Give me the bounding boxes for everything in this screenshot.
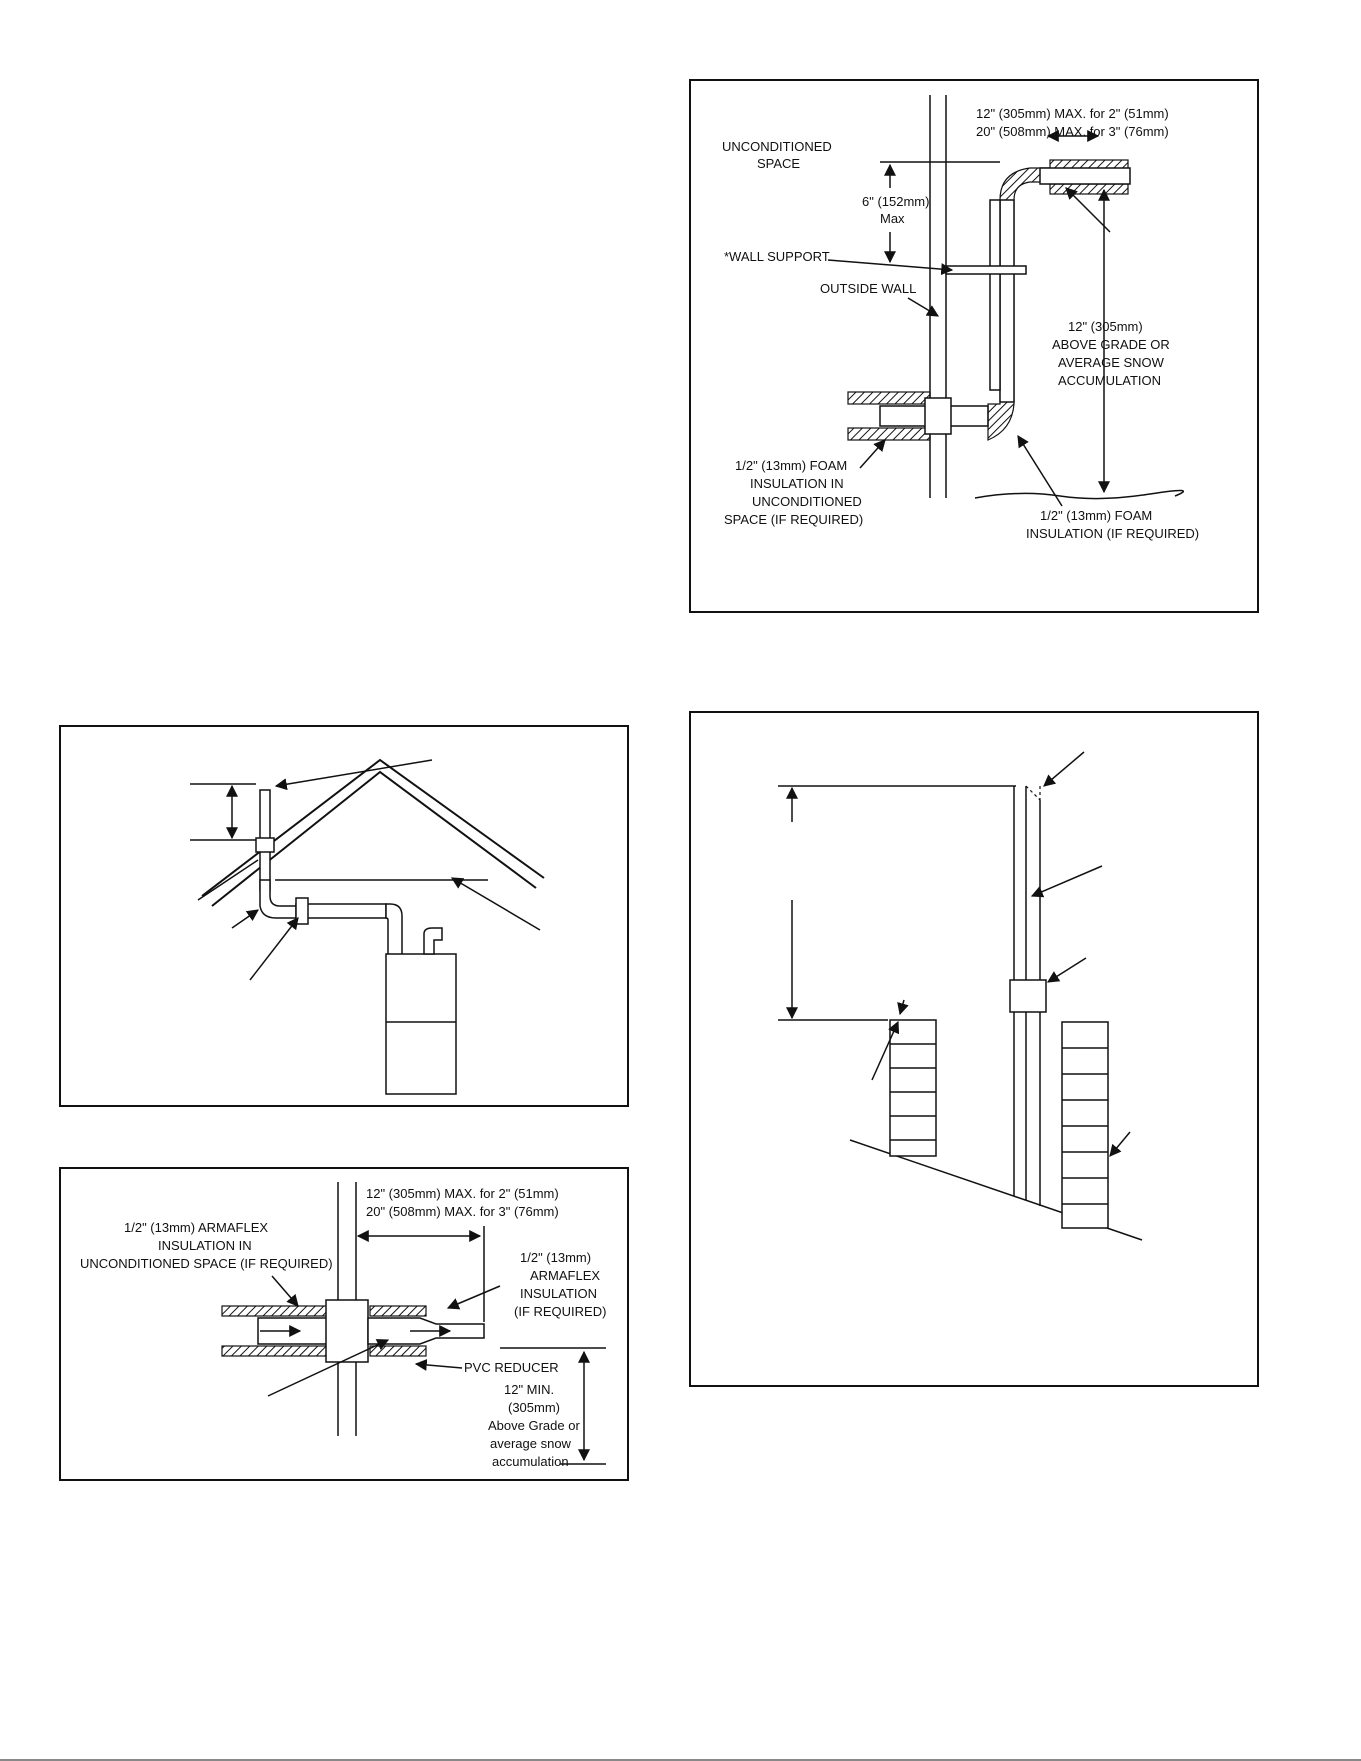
armaflex-right-label-line1: 1/2" (13mm)	[520, 1250, 591, 1265]
figure-attic	[59, 725, 629, 1107]
insulation-hatch	[847, 391, 931, 405]
leader-cap	[1043, 751, 1085, 787]
insulation-hatch	[847, 427, 931, 441]
foam-right-label-line2: INSULATION (IF REQUIRED)	[1026, 526, 1199, 541]
figure-frame	[59, 725, 629, 1107]
leader-elbow	[231, 909, 259, 929]
heater-vent-connector	[423, 927, 443, 955]
above-grade-label-line1: 12" (305mm)	[1068, 319, 1143, 334]
pipe-cap-dashed	[1025, 785, 1041, 801]
six-inch-label-line1: 6" (152mm)	[862, 194, 929, 209]
min-label-line4: average snow	[490, 1436, 572, 1451]
armaflex-insulation-left	[221, 1305, 333, 1317]
unconditioned-space-label-line2: SPACE	[757, 156, 800, 171]
foam-left-leader	[859, 439, 886, 469]
leader-brick-top	[897, 999, 909, 1016]
armaflex-right-label-line4: (IF REQUIRED)	[514, 1304, 606, 1319]
max-label-line2: 20" (508mm) MAX. for 3" (76mm)	[976, 124, 1169, 139]
wall-support-leader	[827, 259, 954, 276]
brick-column	[1061, 1021, 1109, 1229]
min-label-line3: Above Grade or	[488, 1418, 580, 1433]
min-label-line5: accumulation	[492, 1454, 569, 1469]
above-grade-label-line4: ACCUMULATION	[1058, 373, 1161, 388]
foam-left-label-line2: INSULATION IN	[750, 476, 844, 491]
water-heater	[385, 953, 457, 1095]
termination-leader	[1065, 187, 1111, 233]
armaflex-right-label-line3: INSULATION	[520, 1286, 597, 1301]
armaflex-left-label-line3: UNCONDITIONED SPACE (IF REQUIRED)	[80, 1256, 333, 1271]
armaflex-left-leader	[271, 1275, 299, 1307]
min-label-line2: (305mm)	[508, 1400, 560, 1415]
horizontal-run-pipe	[295, 903, 387, 919]
leader-brick-left	[871, 1020, 900, 1081]
leader-termination	[274, 759, 433, 791]
brick-column-left	[889, 1019, 937, 1157]
max-label-line1: 12" (305mm) MAX. for 2" (51mm)	[366, 1186, 559, 1201]
pvc-reducer-label: PVC REDUCER	[464, 1360, 559, 1375]
foam-right-leader	[1017, 434, 1063, 507]
foam-right-label-line1: 1/2" (13mm) FOAM	[1040, 508, 1152, 523]
figure-top-right: 12" (305mm) MAX. for 2" (51mm) 20" (508m…	[689, 79, 1259, 613]
armaflex-left-label-line2: INSULATION IN	[158, 1238, 252, 1253]
pvc-reducer-leader	[414, 1358, 463, 1371]
outside-wall-leader	[907, 297, 940, 317]
wall-coupling	[924, 397, 952, 435]
min-label-line1: 12" MIN.	[504, 1382, 554, 1397]
wall-support-label: *WALL SUPPORT	[724, 249, 830, 264]
leader-brick-right	[1109, 1131, 1131, 1157]
leader-coupling	[267, 1339, 390, 1397]
roof-flashing	[255, 837, 275, 853]
armaflex-insulation-left	[221, 1345, 333, 1357]
leader-hanger	[249, 917, 299, 981]
grade-line	[974, 489, 1184, 500]
pipe-coupling	[1009, 979, 1047, 1013]
figure-frame	[689, 79, 1259, 613]
leader-flashing	[197, 859, 259, 901]
armaflex-insulation-right	[369, 1345, 427, 1357]
vertical-riser-pipe	[999, 199, 1015, 403]
riser-inner	[989, 199, 1001, 391]
brick-column-right	[1061, 1021, 1109, 1229]
brick-column	[889, 1019, 937, 1157]
leader-pipe	[1030, 865, 1103, 898]
armaflex-right-label-line2: ARMAFLEX	[530, 1268, 600, 1283]
pipe-hanger	[295, 897, 309, 925]
heater-elbow	[385, 903, 403, 957]
termination-pipe	[1039, 167, 1131, 185]
six-inch-label-line2: Max	[880, 211, 905, 226]
roof-line-outer	[201, 758, 545, 897]
figure-through-wall: 12" (305mm) MAX. for 2" (51mm) 20" (508m…	[59, 1167, 629, 1481]
leader-attic	[450, 877, 541, 931]
foam-left-label-line1: 1/2" (13mm) FOAM	[735, 458, 847, 473]
figure-frame	[59, 1167, 629, 1481]
vent-elbow	[259, 879, 301, 919]
termination-insulation	[1049, 183, 1129, 195]
figure-vertical-vent	[689, 711, 1259, 1387]
wall-support-bracket	[945, 265, 1027, 275]
unconditioned-space-label-line1: UNCONDITIONED	[722, 139, 832, 154]
figure-frame	[689, 711, 1259, 1387]
outside-wall-label: OUTSIDE WALL	[820, 281, 916, 296]
foam-left-label-line3: UNCONDITIONED	[752, 494, 862, 509]
leader-coupling	[1046, 957, 1087, 983]
above-grade-label-line3: AVERAGE SNOW	[1058, 355, 1165, 370]
max-label-line2: 20" (508mm) MAX. for 3" (76mm)	[366, 1204, 559, 1219]
armaflex-right-leader	[446, 1285, 501, 1310]
armaflex-left-label-line1: 1/2" (13mm) ARMAFLEX	[124, 1220, 268, 1235]
foam-left-label-line4: SPACE (IF REQUIRED)	[724, 512, 863, 527]
max-label-line1: 12" (305mm) MAX. for 2" (51mm)	[976, 106, 1169, 121]
armaflex-insulation-right	[369, 1305, 427, 1317]
above-grade-label-line2: ABOVE GRADE OR	[1052, 337, 1170, 352]
